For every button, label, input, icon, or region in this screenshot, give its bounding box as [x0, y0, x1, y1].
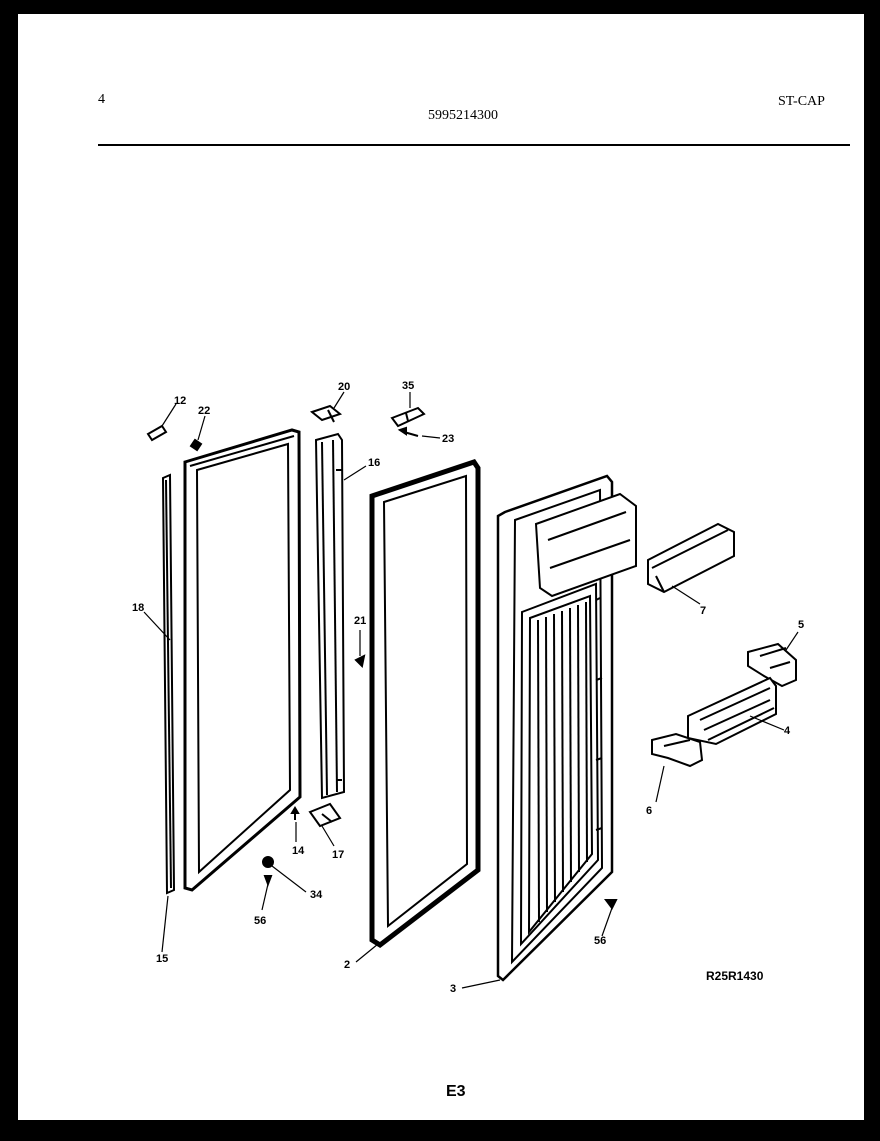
part-14-screw — [290, 806, 300, 820]
callout-22: 22 — [198, 405, 210, 417]
part-6-retainer-end — [651, 732, 704, 768]
part-23-screw — [397, 426, 419, 437]
page-code: E3 — [446, 1083, 466, 1100]
callout-12: 12 — [174, 395, 186, 407]
callout-14: 14 — [292, 845, 305, 857]
diagram-sheet: 4 5995214300 ST-CAP — [18, 14, 864, 1120]
breaker-strip-left — [161, 473, 176, 895]
part-4-shelf-bar — [687, 676, 777, 746]
figure-code: R25R1430 — [706, 969, 764, 983]
callout-labels: 12 22 20 35 23 16 18 21 14 17 34 56 15 2… — [132, 380, 804, 1100]
door-panel — [496, 474, 637, 982]
part-number: 5995214300 — [428, 108, 498, 123]
callout-34: 34 — [310, 889, 323, 901]
callout-2: 2 — [344, 959, 350, 971]
callout-21: 21 — [354, 615, 366, 627]
callout-15: 15 — [156, 953, 168, 965]
page-number: 4 — [98, 92, 105, 107]
callout-56-right: 56 — [594, 935, 606, 947]
callout-20: 20 — [338, 381, 350, 393]
door-liner-frame — [183, 428, 302, 892]
part-5-retainer-end — [747, 642, 797, 688]
callout-6: 6 — [646, 805, 652, 817]
callout-18: 18 — [132, 602, 144, 614]
part-56-screw-left — [263, 875, 273, 887]
part-34-bushing — [262, 856, 274, 868]
part-56-screw-right — [604, 899, 618, 910]
callout-4: 4 — [784, 725, 791, 737]
callout-5: 5 — [798, 619, 804, 631]
callout-3: 3 — [450, 983, 456, 995]
leader-lines — [143, 391, 799, 989]
part-21-screw — [354, 654, 366, 669]
callout-17: 17 — [332, 849, 344, 861]
part-35-door-stop — [390, 406, 426, 428]
part-7-dairy-door — [647, 522, 735, 594]
callout-35: 35 — [402, 380, 414, 392]
part-22-screw — [189, 438, 203, 452]
exploded-view-diagram: 12 22 20 35 23 16 18 21 14 17 34 56 15 2… — [132, 380, 804, 1100]
door-gasket — [369, 459, 481, 949]
part-17-hinge-bracket — [308, 802, 342, 828]
breaker-channel — [314, 432, 346, 800]
part-20-hinge — [309, 404, 343, 423]
header-rule — [98, 144, 850, 146]
callout-23: 23 — [442, 433, 454, 445]
callout-16: 16 — [368, 457, 380, 469]
callout-7: 7 — [700, 605, 706, 617]
callout-56-left: 56 — [254, 915, 266, 927]
model-code: ST-CAP — [778, 94, 825, 109]
part-12-hinge-pin — [146, 424, 168, 442]
